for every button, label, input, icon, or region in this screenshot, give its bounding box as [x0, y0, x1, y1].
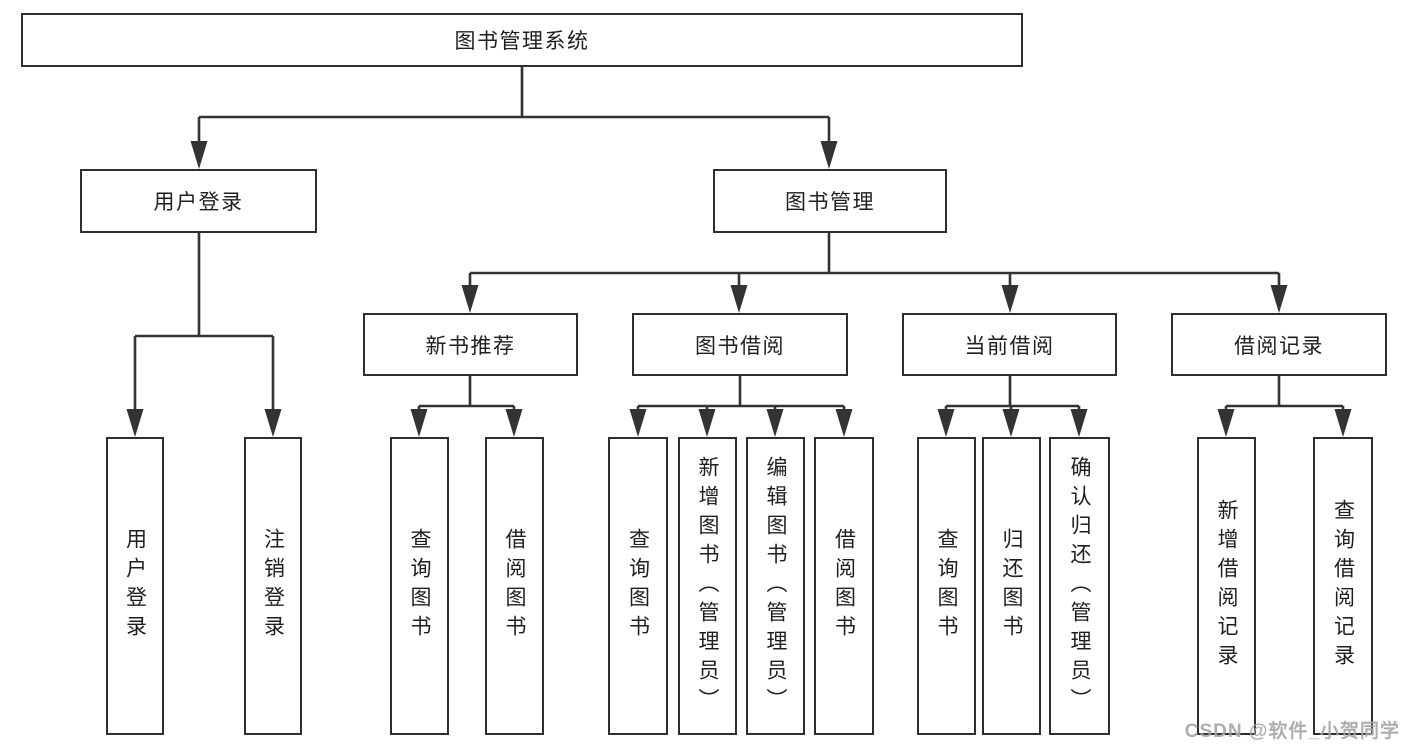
leaf-query-books-borrow: 查询图书: [608, 437, 668, 735]
leaf-return-book: 归还图书: [982, 437, 1041, 735]
leaf-label: 借阅图书: [503, 528, 526, 644]
leaf-label: 注销登录: [261, 528, 285, 644]
leaf-label: 新增图书（管理员）: [696, 455, 719, 717]
node-current-borrow: 当前借阅: [902, 313, 1117, 376]
node-label: 借阅记录: [1234, 334, 1324, 358]
leaf-label: 新增借阅记录: [1215, 499, 1238, 673]
leaf-label: 编辑图书（管理员）: [764, 455, 787, 717]
leaf-borrow-books: 借阅图书: [814, 437, 874, 735]
node-user-login: 用户登录: [80, 169, 317, 233]
node-new-book-recommend: 新书推荐: [363, 313, 578, 376]
leaf-query-books-recommend: 查询图书: [390, 437, 449, 735]
leaf-query-borrow-record: 查询借阅记录: [1313, 437, 1373, 735]
node-book-borrow: 图书借阅: [632, 313, 848, 376]
node-book-mgmt: 图书管理: [713, 169, 947, 233]
watermark: CSDN @软件_小贺同学: [1184, 721, 1400, 742]
node-label: 图书管理: [785, 191, 875, 214]
leaf-query-books-current: 查询图书: [917, 437, 976, 735]
leaf-label: 查询图书: [935, 528, 958, 644]
leaf-label: 归还图书: [1000, 528, 1023, 644]
leaf-add-book-admin: 新增图书（管理员）: [678, 437, 737, 735]
leaf-label: 借阅图书: [832, 528, 856, 644]
node-borrow-records: 借阅记录: [1171, 313, 1387, 376]
leaf-label: 用户登录: [123, 528, 147, 644]
leaf-label: 查询借阅记录: [1331, 499, 1355, 673]
leaf-logout: 注销登录: [244, 437, 302, 735]
leaf-borrow-books-recommend: 借阅图书: [485, 437, 544, 735]
leaf-label: 查询图书: [408, 528, 431, 644]
node-label: 图书借阅: [695, 334, 785, 358]
node-root: 图书管理系统: [21, 13, 1023, 67]
node-label: 新书推荐: [425, 334, 516, 358]
leaf-edit-book-admin: 编辑图书（管理员）: [746, 437, 805, 735]
leaf-label: 确认归还（管理员）: [1068, 455, 1091, 717]
leaf-label: 查询图书: [626, 528, 650, 644]
node-label: 当前借阅: [964, 334, 1055, 358]
leaf-user-login: 用户登录: [106, 437, 164, 735]
node-label: 图书管理系统: [454, 30, 590, 53]
leaf-confirm-return-admin: 确认归还（管理员）: [1049, 437, 1110, 735]
leaf-add-borrow-record: 新增借阅记录: [1197, 437, 1256, 735]
node-label: 用户登录: [153, 191, 244, 214]
